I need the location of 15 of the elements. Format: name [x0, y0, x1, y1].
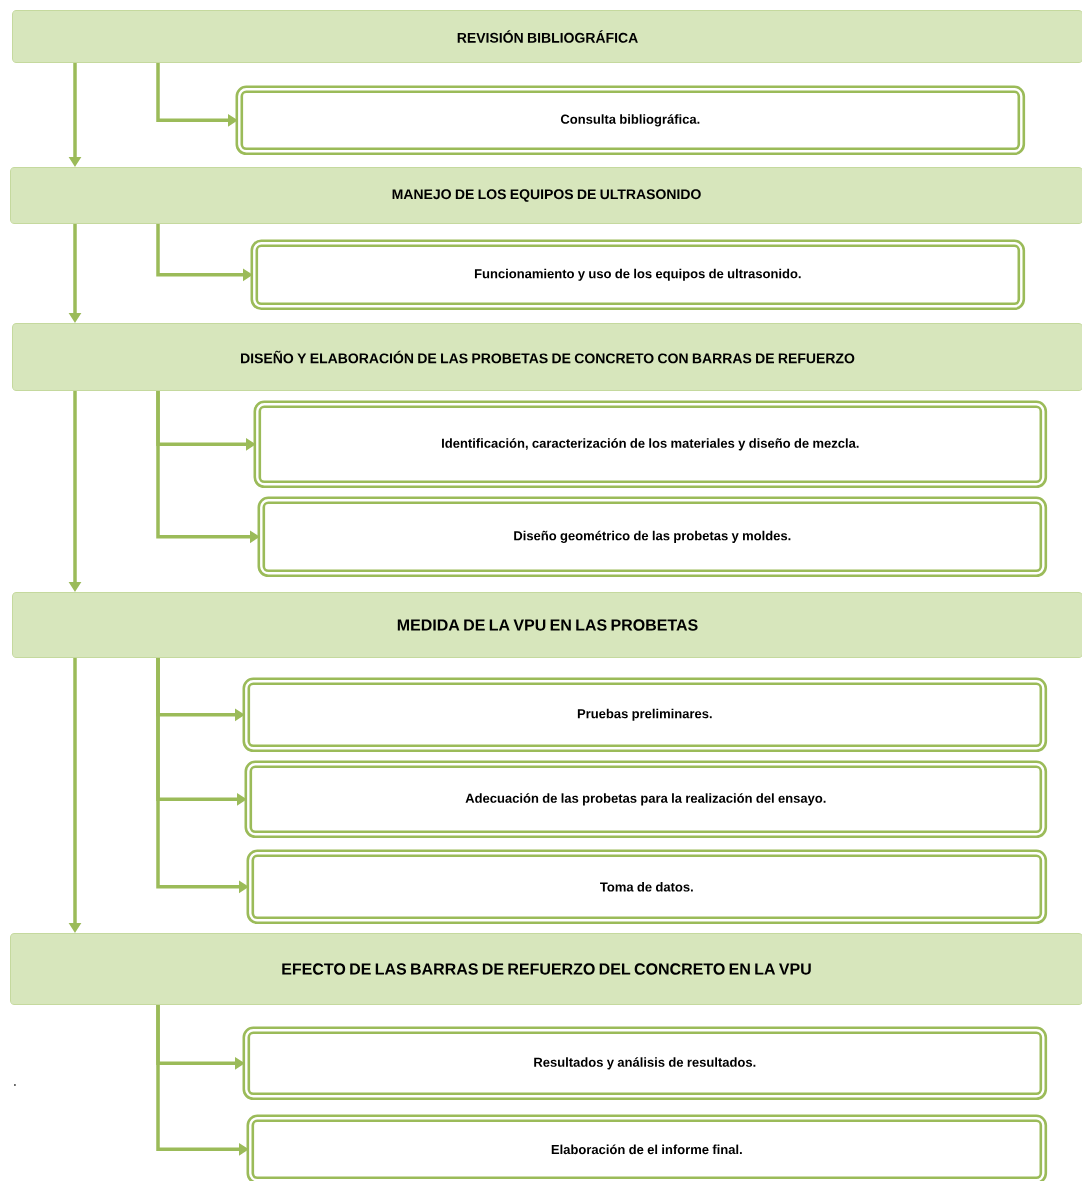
note-text: .: [14, 1084, 16, 1086]
task-box: Resultados y análisis de resultados.: [242, 1026, 1048, 1101]
task-box: Toma de datos.: [246, 849, 1048, 925]
heading-band: MANEJO DE LOS EQUIPOS DE ULTRASONIDO: [10, 167, 1082, 224]
task-box: Pruebas preliminares.: [242, 677, 1048, 753]
task-box: Adecuación de las probetas para la realización del ensayo.: [244, 760, 1048, 839]
heading-band: MEDIDA DE LA VPU EN LAS PROBETAS: [12, 592, 1082, 658]
task-box: Elaboración de el informe final.: [246, 1114, 1048, 1181]
heading-band: EFECTO DE LAS BARRAS DE REFUERZO DEL CONCRETO EN LA VPU: [10, 933, 1082, 1005]
task-box: Funcionamiento y uso de los equipos de ultrasonido.: [250, 239, 1026, 311]
heading-band: REVISIÓN BIBLIOGRÁFICA: [12, 10, 1082, 63]
task-box: Identificación, caracterización de los materiales y diseño de mezcla.: [253, 400, 1048, 489]
heading-band: DISEÑO Y ELABORACIÓN DE LAS PROBETAS DE CONCRETO CON BARRAS DE REFUERZO: [12, 323, 1082, 391]
task-box: Diseño geométrico de las probetas y moldes.: [257, 496, 1048, 578]
task-box: Consulta bibliográfica.: [235, 85, 1026, 156]
